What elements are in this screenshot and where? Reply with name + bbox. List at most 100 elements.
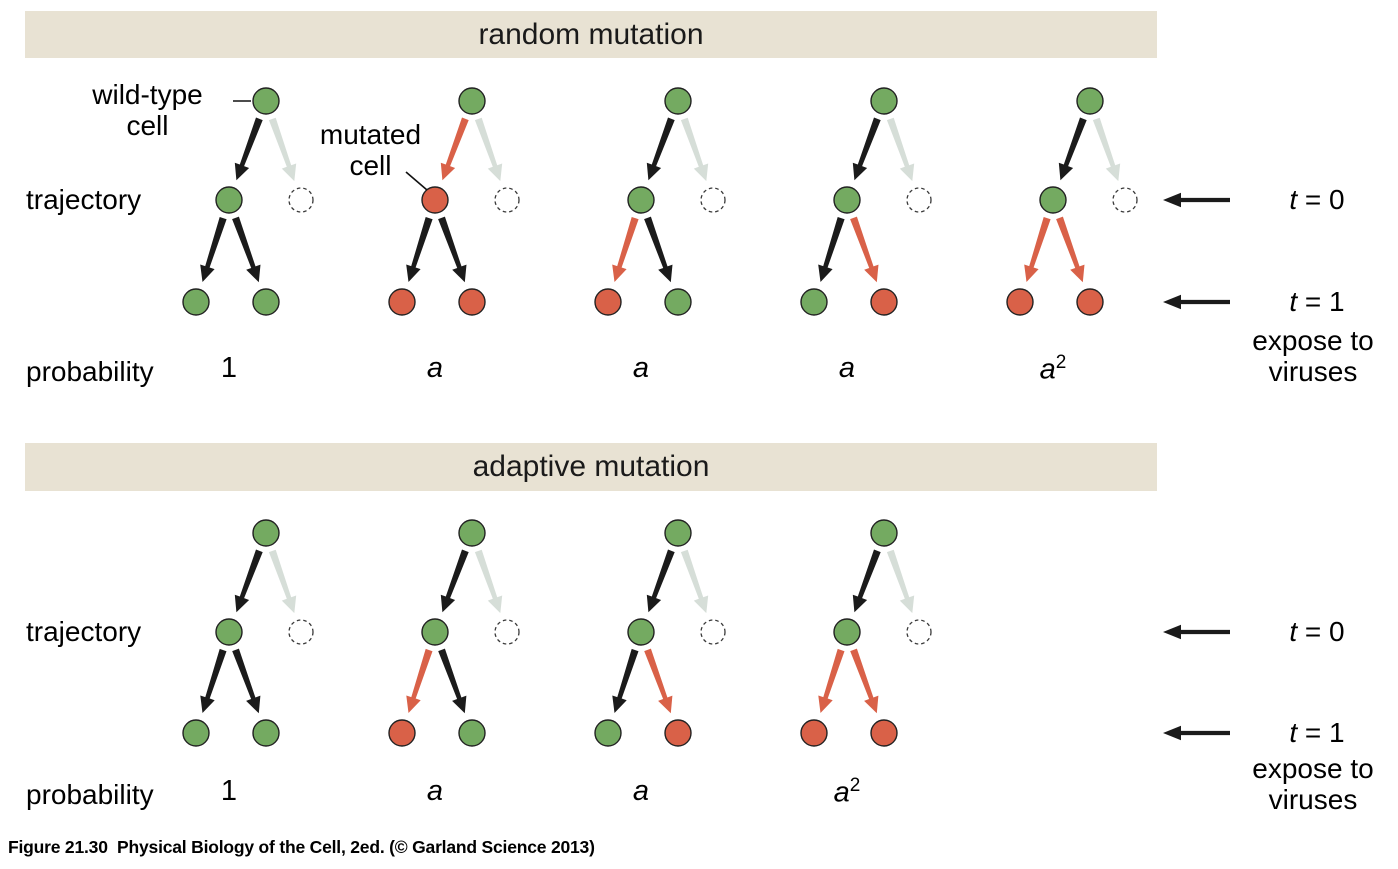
t1-rest-bottom: = 1	[1297, 717, 1345, 748]
wild-type-label-line2: cell	[126, 110, 169, 141]
trajectory-label-top: trajectory	[26, 184, 142, 215]
cell-red	[1006, 288, 1034, 316]
division-arrow	[438, 216, 467, 283]
lost-branch-arrow	[680, 117, 709, 182]
lost-branch-arrow	[1092, 117, 1121, 182]
cell-green	[458, 87, 486, 115]
cell-green	[458, 719, 486, 747]
lost-branch-arrow	[886, 549, 915, 614]
mutated-label-line1: mutated	[319, 119, 422, 150]
cell-green	[664, 87, 692, 115]
cell-green	[833, 618, 861, 646]
cell-red	[1076, 288, 1104, 316]
cell-empty-dashed	[906, 619, 932, 645]
lost-branch-arrow	[268, 117, 297, 182]
cell-green	[627, 186, 655, 214]
division-arrow	[232, 216, 261, 283]
division-arrow	[850, 216, 879, 283]
t0-label-bottom: t = 0	[1252, 616, 1382, 648]
timeline-arrow	[1163, 192, 1230, 208]
probability-label-bottom: probability	[26, 779, 154, 810]
division-arrow	[234, 549, 263, 613]
cell-green	[870, 519, 898, 547]
probability-value: a	[426, 775, 444, 807]
cell-green	[870, 87, 898, 115]
probability-value: a	[426, 352, 444, 384]
t0-rest-bottom: = 0	[1297, 616, 1345, 647]
cell-green	[215, 618, 243, 646]
division-arrow	[1024, 217, 1051, 282]
division-arrow	[406, 217, 433, 282]
lost-branch-arrow	[268, 549, 297, 614]
cell-empty-dashed	[494, 619, 520, 645]
division-arrow	[612, 217, 639, 282]
cell-green	[800, 288, 828, 316]
panel-header-adaptive-mutation: adaptive mutation	[25, 443, 1157, 491]
probability-value: a	[838, 352, 856, 384]
mutated-cell-label: mutated cell	[278, 119, 463, 181]
expose-to-viruses-bottom: expose to viruses	[1228, 753, 1398, 815]
expose-to-viruses-top: expose to viruses	[1228, 325, 1398, 387]
division-arrow	[644, 216, 673, 283]
cell-empty-dashed	[1112, 187, 1138, 213]
cell-green	[182, 719, 210, 747]
mutated-cell-connector-line	[405, 171, 428, 191]
probability-value: 1	[220, 775, 238, 807]
cell-green	[627, 618, 655, 646]
cell-empty-dashed	[288, 187, 314, 213]
panel-header-random-mutation: random mutation	[25, 11, 1157, 58]
probability-value: a	[632, 775, 650, 807]
lost-branch-arrow	[474, 549, 503, 614]
t1-label-bottom: t = 1	[1252, 717, 1382, 749]
wild-type-cell-label: wild-type cell	[55, 79, 240, 141]
t0-var-bottom: t	[1289, 616, 1298, 647]
lost-branch-arrow	[886, 117, 915, 182]
t0-label-top: t = 0	[1252, 184, 1382, 216]
cell-green	[833, 186, 861, 214]
division-arrow	[818, 648, 845, 713]
division-arrow	[818, 217, 845, 282]
trajectory-label-bottom: trajectory	[26, 616, 142, 647]
probability-value: a	[632, 352, 650, 384]
cell-green	[421, 618, 449, 646]
cell-green	[1039, 186, 1067, 214]
expose-line2-top: viruses	[1268, 356, 1358, 387]
cell-green	[594, 719, 622, 747]
t1-rest-top: = 1	[1297, 286, 1345, 317]
division-arrow	[646, 117, 675, 181]
division-arrow	[232, 648, 261, 714]
cell-red	[664, 719, 692, 747]
cell-green	[215, 186, 243, 214]
probability-value: 1	[220, 352, 238, 384]
t1-var-top: t	[1289, 286, 1298, 317]
cell-green	[1076, 87, 1104, 115]
t1-var-bottom: t	[1289, 717, 1298, 748]
cell-red	[388, 719, 416, 747]
cell-empty-dashed	[288, 619, 314, 645]
division-arrow	[646, 549, 675, 613]
expose-line2-bottom: viruses	[1268, 784, 1358, 815]
division-arrow	[440, 549, 469, 613]
cell-red	[388, 288, 416, 316]
cell-green	[664, 519, 692, 547]
wild-type-label-line1: wild-type	[92, 79, 203, 110]
cell-red	[421, 186, 449, 214]
cell-green	[182, 288, 210, 316]
cell-red	[800, 719, 828, 747]
division-arrow	[1058, 117, 1087, 181]
timeline-arrow	[1163, 294, 1230, 310]
cell-green	[664, 288, 692, 316]
probability-value: a2	[833, 775, 861, 809]
t1-label-top: t = 1	[1252, 286, 1382, 318]
mutated-label-line2: cell	[349, 150, 392, 181]
cell-green	[458, 519, 486, 547]
cell-red	[870, 288, 898, 316]
lost-branch-arrow	[474, 117, 503, 182]
probability-value: a2	[1039, 352, 1067, 386]
lost-branch-arrow	[680, 549, 709, 614]
division-arrow	[200, 648, 227, 713]
division-arrow	[440, 117, 469, 181]
division-arrow	[612, 648, 639, 713]
cell-green	[252, 288, 280, 316]
